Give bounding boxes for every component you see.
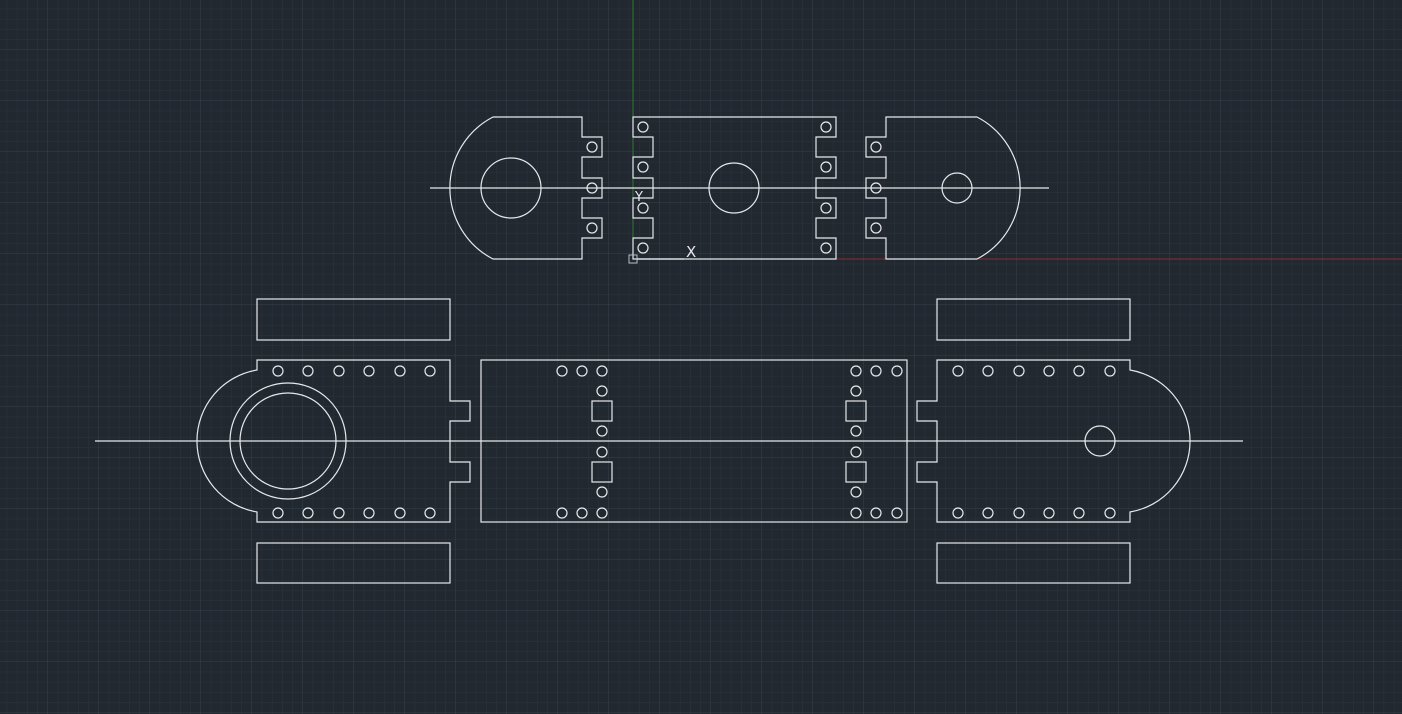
ucs-x-label: X <box>686 243 696 261</box>
bottom-right-holes <box>952 365 1116 519</box>
plate-bottom-right[interactable] <box>936 542 1131 584</box>
bearing-outer <box>229 382 347 500</box>
bottom-right-bore <box>1084 425 1116 457</box>
hole <box>596 365 608 377</box>
hole <box>870 507 882 519</box>
top-right-bore <box>941 172 973 204</box>
ucs-y-label: Y <box>634 190 643 205</box>
hole <box>1073 507 1085 519</box>
hole <box>850 385 862 397</box>
hole <box>1013 365 1025 377</box>
hole <box>424 365 436 377</box>
bottom-middle-part[interactable] <box>480 359 908 523</box>
bottom-left-holes <box>272 365 436 519</box>
hole <box>1073 365 1085 377</box>
hole <box>850 365 862 377</box>
hole <box>363 365 375 377</box>
ucs-icon: X Y <box>628 190 696 264</box>
hole <box>850 446 862 458</box>
hole <box>272 507 284 519</box>
top-right-part[interactable] <box>865 116 1021 260</box>
hole <box>1043 365 1055 377</box>
hole <box>850 486 862 498</box>
hole <box>576 365 588 377</box>
top-left-part[interactable] <box>449 116 603 260</box>
bearing-inner <box>239 392 337 490</box>
hole <box>596 446 608 458</box>
top-left-bore <box>480 157 542 219</box>
bottom-middle-slots <box>591 400 867 483</box>
hole <box>394 365 406 377</box>
hole <box>596 486 608 498</box>
hole <box>556 365 568 377</box>
top-right-holes <box>870 141 882 234</box>
hole <box>596 507 608 519</box>
hole <box>850 425 862 437</box>
top-view[interactable] <box>430 116 1049 260</box>
hole <box>952 507 964 519</box>
hole <box>1104 507 1116 519</box>
hole <box>891 365 903 377</box>
top-middle-part[interactable] <box>632 116 837 260</box>
plate-top-right[interactable] <box>936 298 1131 341</box>
bottom-right-part[interactable] <box>916 359 1191 523</box>
hole <box>891 507 903 519</box>
hole <box>596 385 608 397</box>
hole <box>302 365 314 377</box>
hole <box>982 507 994 519</box>
hole <box>272 365 284 377</box>
hole <box>850 507 862 519</box>
hole <box>952 365 964 377</box>
hole <box>333 365 345 377</box>
top-left-holes <box>586 141 598 234</box>
hole <box>1043 507 1055 519</box>
bottom-view[interactable] <box>95 298 1243 584</box>
hole <box>333 507 345 519</box>
hole <box>394 507 406 519</box>
hole <box>302 507 314 519</box>
bottom-middle-holes <box>556 365 903 519</box>
hole <box>596 425 608 437</box>
hole <box>982 365 994 377</box>
bottom-left-part[interactable] <box>196 359 471 523</box>
hole <box>1104 365 1116 377</box>
top-middle-holes <box>637 121 832 254</box>
top-middle-bore <box>708 162 760 214</box>
plate-top-left[interactable] <box>256 298 451 341</box>
hole <box>576 507 588 519</box>
plate-bottom-left[interactable] <box>256 542 451 584</box>
hole <box>1013 507 1025 519</box>
hole <box>556 507 568 519</box>
hole <box>363 507 375 519</box>
hole <box>424 507 436 519</box>
hole <box>870 365 882 377</box>
